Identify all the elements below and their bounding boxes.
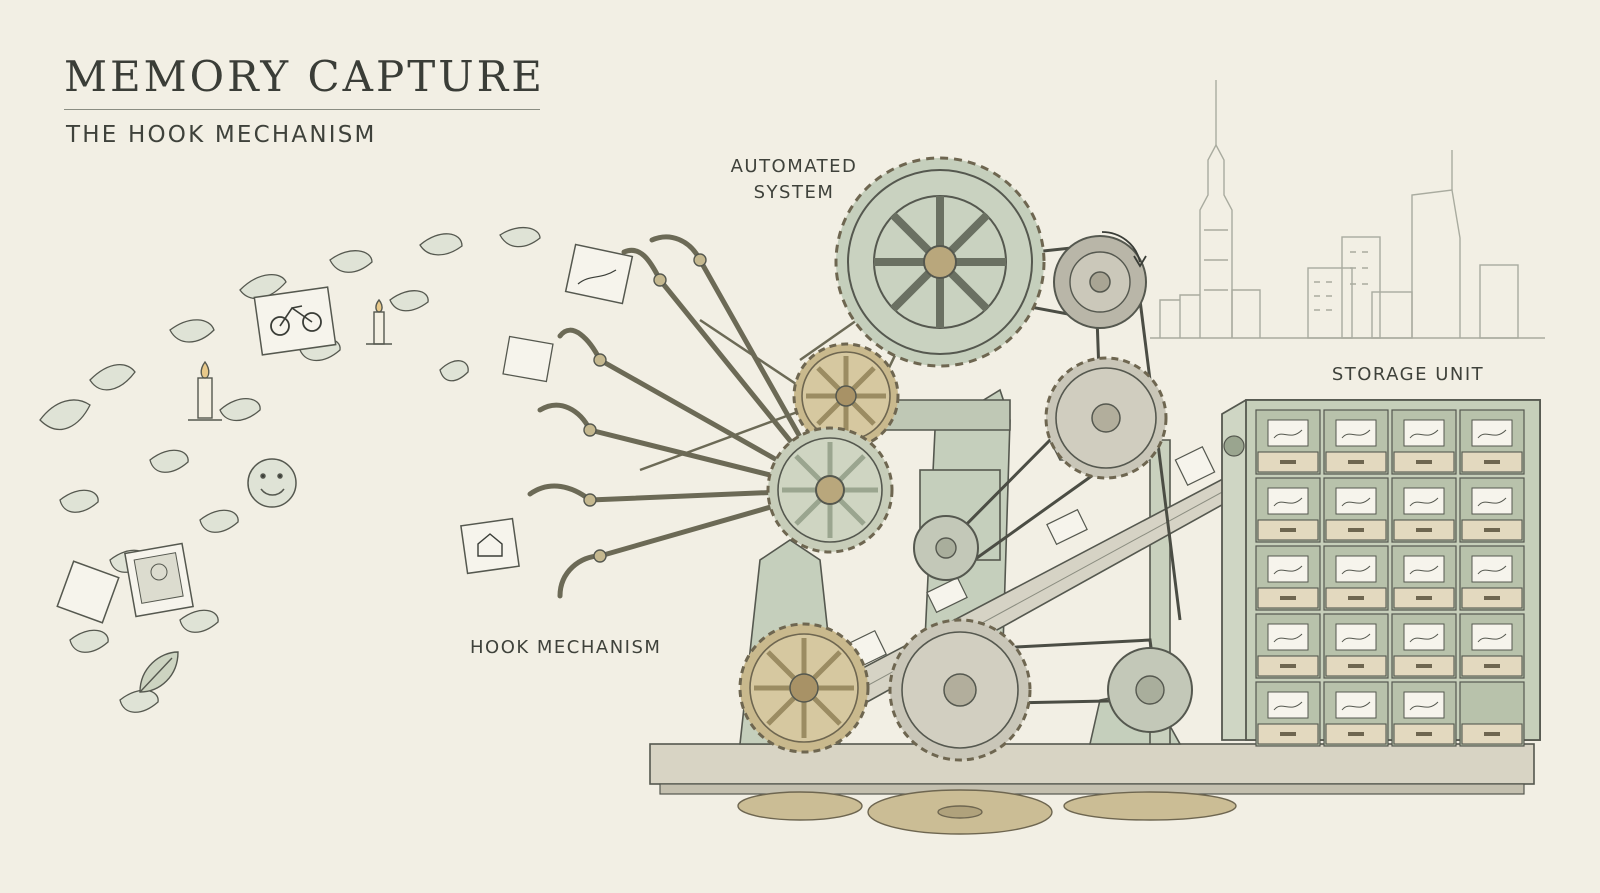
lower-gray-gear <box>888 618 1032 762</box>
hook-arm-joints <box>583 253 707 563</box>
storage-cubby <box>1323 613 1389 679</box>
machine-base <box>649 743 1535 795</box>
label-hook-mechanism: HOOK MECHANISM <box>470 637 662 658</box>
storage-cubbies <box>1255 409 1525 747</box>
memory-photo-house <box>460 517 520 575</box>
storage-cubby <box>1255 613 1321 679</box>
storage-cubby <box>1391 613 1457 679</box>
brass-gear <box>792 342 900 450</box>
storage-cubby <box>1459 545 1525 611</box>
side-gear <box>1044 356 1168 480</box>
memory-note <box>502 335 554 383</box>
pivot-gear <box>766 426 894 554</box>
storage-cubby <box>1459 613 1525 679</box>
lower-pulley <box>1107 647 1193 733</box>
memory-photo-portrait <box>124 542 194 618</box>
storage-cubby <box>1255 477 1321 543</box>
storage-cubby <box>1323 409 1389 475</box>
memory-photo-sketch <box>56 560 120 624</box>
rotation-arrow <box>1101 231 1147 268</box>
storage-cubby <box>1391 545 1457 611</box>
storage-cubby <box>1323 681 1389 747</box>
storage-cubby <box>1391 477 1457 543</box>
leaf-icon <box>139 651 179 693</box>
storage-cubby <box>1459 681 1525 747</box>
storage-cubby <box>1459 477 1525 543</box>
storage-cubby <box>1255 681 1321 747</box>
storage-cubby <box>1255 545 1321 611</box>
small-pulley <box>913 515 979 581</box>
label-automated-system: AUTOMATED SYSTEM <box>730 156 858 203</box>
storage-cubby <box>1391 681 1457 747</box>
memory-photo-bicycle <box>253 286 337 356</box>
storage-cubby <box>1323 477 1389 543</box>
city-skyline <box>1150 80 1545 339</box>
memory-photo-landscape <box>564 243 634 305</box>
page-subtitle: THE HOOK MECHANISM <box>66 122 377 148</box>
candle-icon <box>188 360 222 421</box>
gray-pulley <box>1053 235 1147 329</box>
label-storage-unit: STORAGE UNIT <box>1331 364 1485 385</box>
candle-icon <box>366 298 392 345</box>
page-title: MEMORY CAPTURE <box>64 52 545 101</box>
title-divider <box>64 109 540 110</box>
main-drive-gear <box>834 156 1046 368</box>
storage-cubby <box>1323 545 1389 611</box>
base-gears <box>737 789 1237 835</box>
storage-cubby <box>1255 409 1321 475</box>
lower-brass-gear <box>738 622 870 754</box>
smiley-icon <box>247 458 297 508</box>
storage-cubby <box>1391 409 1457 475</box>
storage-cubby <box>1459 409 1525 475</box>
